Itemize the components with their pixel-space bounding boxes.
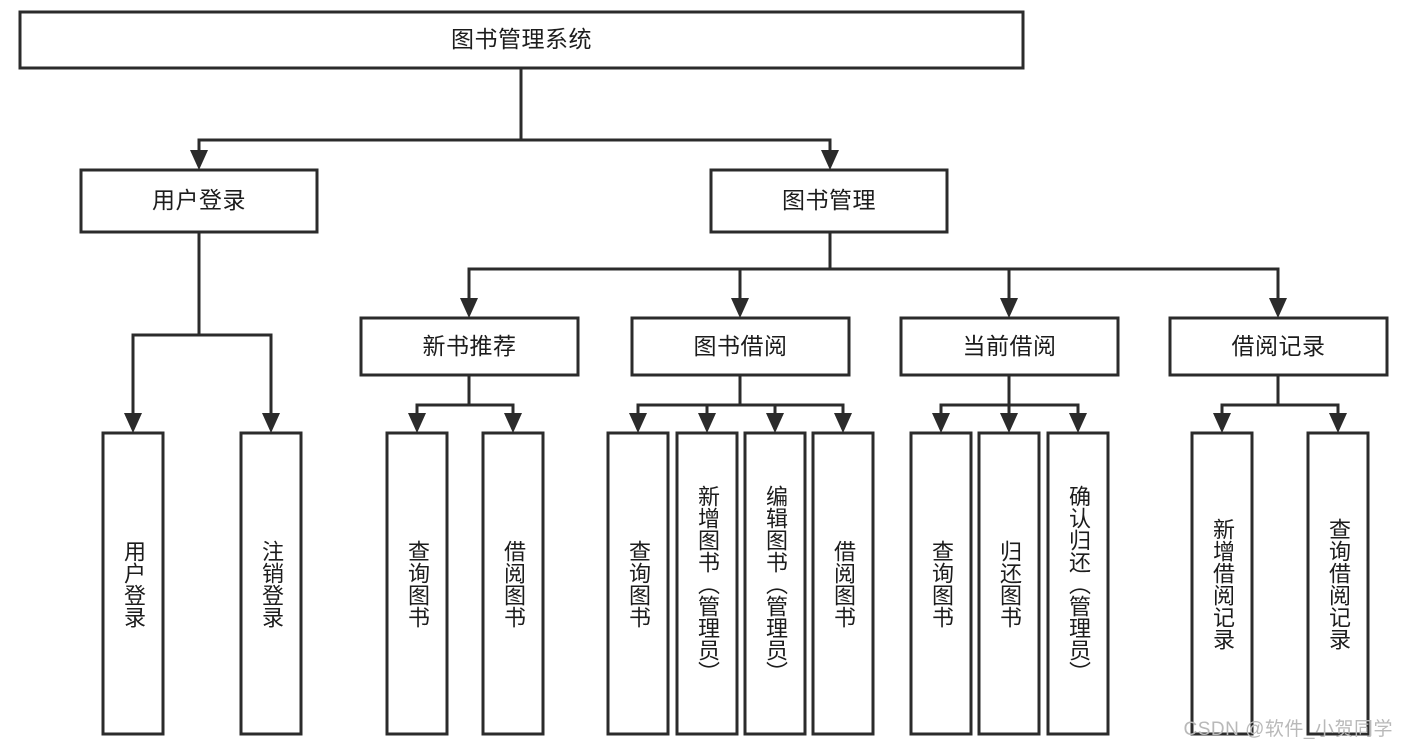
node-box-leaf-query-book-3[interactable] [909, 431, 973, 736]
arrow-head-leaf-add-record [1213, 413, 1231, 433]
arrow-head-leaf-query-book-2 [629, 413, 647, 433]
connector-group-root [190, 66, 839, 170]
connector-group-user-login [124, 230, 280, 433]
node-box-borrow-record[interactable] [1168, 316, 1389, 377]
node-box-leaf-add-record[interactable] [1190, 431, 1254, 736]
connector-group-borrow-record [1213, 373, 1347, 433]
arrow-head-leaf-confirm-return [1069, 413, 1087, 433]
node-box-book-borrow[interactable] [630, 316, 851, 377]
arrow-head-new-book-recommend [460, 298, 478, 318]
node-box-leaf-confirm-return[interactable] [1046, 431, 1110, 736]
node-box-leaf-return-book[interactable] [977, 431, 1041, 736]
node-box-new-book-recommend[interactable] [359, 316, 580, 377]
arrow-head-book-borrow [731, 298, 749, 318]
arrow-head-user-login [190, 150, 208, 170]
node-box-leaf-borrow-book-1[interactable] [481, 431, 545, 736]
arrow-head-leaf-borrow-book-1 [504, 413, 522, 433]
arrow-head-leaf-borrow-book-2 [834, 413, 852, 433]
arrow-head-leaf-user-logout [262, 413, 280, 433]
node-box-leaf-borrow-book-2[interactable] [811, 431, 875, 736]
node-box-leaf-query-record[interactable] [1306, 431, 1370, 736]
csdn-watermark: CSDN @软件_小贺同学 [1183, 719, 1393, 740]
node-box-leaf-query-book-1[interactable] [385, 431, 449, 736]
arrow-head-leaf-query-record [1329, 413, 1347, 433]
node-box-root[interactable] [18, 10, 1025, 70]
arrow-head-leaf-return-book [1000, 413, 1018, 433]
node-box-book-manage[interactable] [709, 168, 949, 234]
node-box-current-borrow[interactable] [899, 316, 1120, 377]
node-box-leaf-edit-book[interactable] [743, 431, 807, 736]
arrow-head-leaf-edit-book [766, 413, 784, 433]
connector-group-current-borrow [932, 373, 1087, 433]
arrow-head-leaf-query-book-3 [932, 413, 950, 433]
node-box-leaf-user-logout[interactable] [239, 431, 303, 736]
connector-group-new-book-recommend [408, 373, 522, 433]
arrow-head-book-manage [821, 150, 839, 170]
connector-group-book-manage [460, 230, 1287, 318]
arrow-head-leaf-user-login [124, 413, 142, 433]
arrow-head-leaf-query-book-1 [408, 413, 426, 433]
node-box-leaf-add-book[interactable] [675, 431, 739, 736]
arrow-head-borrow-record [1269, 298, 1287, 318]
node-box-leaf-query-book-2[interactable] [606, 431, 670, 736]
node-box-user-login[interactable] [79, 168, 319, 234]
connector-group-book-borrow [629, 373, 852, 433]
node-box-leaf-user-login[interactable] [101, 431, 165, 736]
arrow-head-current-borrow [1000, 298, 1018, 318]
arrow-head-leaf-add-book [698, 413, 716, 433]
